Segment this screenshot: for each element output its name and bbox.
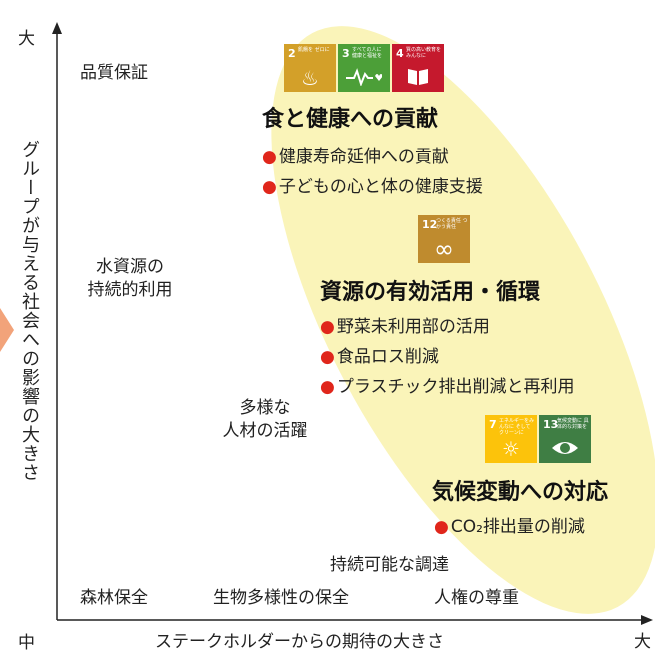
sdg-icon-7: 7 エネルギーをみんなに そしてクリーンに ☼ [485, 415, 537, 463]
x-axis-title: ステークホルダーからの期待の大きさ [155, 632, 444, 652]
sdg-number: 3 [342, 47, 350, 60]
bullet-dot-icon: ● [320, 377, 335, 397]
label-water-line2: 持続的利用 [87, 279, 173, 300]
sdg-number: 2 [288, 47, 296, 60]
sdg-caption: すべての人に 健康と福祉を [352, 47, 383, 59]
sdg-icon-4: 4 質の高い教育を みんなに [392, 44, 444, 92]
heartbeat-icon [346, 68, 382, 86]
bullet-item: ●食品ロス削減 [320, 342, 575, 372]
label-diversity: 多様な 人材の活躍 [210, 397, 320, 443]
sdg-caption: 気候変動に 具体的な対策を [557, 418, 589, 430]
y-axis-title: グループが与える社会への影響の大きさ [19, 140, 40, 482]
bullet-dot-icon: ● [262, 147, 277, 167]
sdg-number: 12 [422, 218, 438, 231]
pointer-marker [0, 308, 14, 352]
bullet-text: 健康寿命延伸への貢献 [278, 147, 449, 167]
sdg-icon-3: 3 すべての人に 健康と福祉を [338, 44, 390, 92]
bullet-dot-icon: ● [262, 177, 277, 197]
group-title-food-health: 食と健康への貢献 [262, 107, 439, 132]
bullet-text: CO₂排出量の削減 [450, 517, 585, 537]
group-bullets-food-health: ●健康寿命延伸への貢献 ●子どもの心と体の健康支援 [262, 142, 483, 202]
label-forest: 森林保全 [80, 588, 148, 608]
bullet-text: 野菜未利用部の活用 [336, 317, 490, 337]
label-human-rights: 人権の尊重 [434, 588, 519, 608]
bullet-item: ●CO₂排出量の削減 [434, 512, 585, 542]
group-title-resources: 資源の有効活用・循環 [320, 280, 541, 305]
sdg-number: 7 [489, 418, 497, 431]
bowl-icon: ♨ [301, 66, 319, 90]
label-procurement: 持続可能な調達 [330, 555, 449, 575]
bullet-text: 食品ロス削減 [336, 347, 439, 367]
eye-earth-icon [552, 442, 578, 454]
sdg-icon-2: 2 飢餓を ゼロに ♨ [284, 44, 336, 92]
bullet-text: 子どもの心と体の健康支援 [278, 177, 483, 197]
x-axis-max-label: 大 [634, 632, 651, 652]
highlight-region [271, 26, 655, 614]
sdg-caption: エネルギーをみんなに そしてクリーンに [499, 418, 535, 436]
bullet-item: ●健康寿命延伸への貢献 [262, 142, 483, 172]
bullet-item: ●子どもの心と体の健康支援 [262, 172, 483, 202]
sdg-caption: 飢餓を ゼロに [298, 47, 330, 53]
label-biodiversity: 生物多様性の保全 [213, 588, 349, 608]
group-bullets-climate: ●CO₂排出量の削減 [434, 512, 585, 542]
book-icon [408, 69, 428, 85]
y-axis-max-label: 大 [18, 29, 35, 49]
bullet-text: プラスチック排出削減と再利用 [336, 377, 575, 397]
sdg-caption: 質の高い教育を みんなに [406, 47, 442, 59]
bullet-dot-icon: ● [320, 317, 335, 337]
bullet-item: ●野菜未利用部の活用 [320, 312, 575, 342]
origin-label: 中 [18, 633, 35, 653]
bullet-dot-icon: ● [434, 517, 449, 537]
sdg-number: 4 [396, 47, 404, 60]
label-water-line1: 水資源の [96, 257, 164, 277]
label-diversity-line2: 人材の活躍 [222, 420, 308, 441]
bullet-dot-icon: ● [320, 347, 335, 367]
sun-icon: ☼ [502, 437, 520, 461]
label-quality: 品質保証 [80, 63, 148, 83]
infinity-icon: ∞ [434, 235, 454, 263]
group-bullets-resources: ●野菜未利用部の活用 ●食品ロス削減 ●プラスチック排出削減と再利用 [320, 312, 575, 402]
bullet-item: ●プラスチック排出削減と再利用 [320, 372, 575, 402]
sdg-icon-13: 13 気候変動に 具体的な対策を [539, 415, 591, 463]
sdg-icon-12: 12 つくる責任 つかう責任 ∞ [418, 215, 470, 263]
group-title-climate: 気候変動への対応 [432, 480, 609, 505]
x-axis-arrow [641, 615, 653, 625]
y-axis-arrow [52, 22, 62, 34]
label-water: 水資源の 持続的利用 [80, 256, 180, 302]
label-diversity-line1: 多様な [239, 398, 291, 418]
sdg-caption: つくる責任 つかう責任 [436, 218, 468, 230]
sdg-number: 13 [543, 418, 559, 431]
